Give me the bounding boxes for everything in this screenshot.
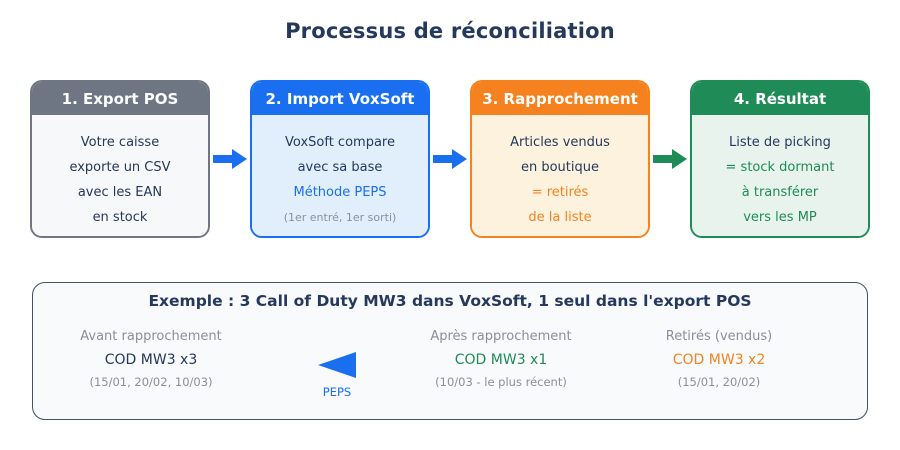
example-panel: Exemple : 3 Call of Duty MW3 dans VoxSof… xyxy=(32,282,868,420)
column-value: COD MW3 x2 xyxy=(672,352,766,368)
step-line: à transférer xyxy=(741,185,819,200)
column-detail: (15/01, 20/02) xyxy=(677,375,761,389)
step-rapprochement-header: 3. Rapprochement xyxy=(472,82,648,115)
step-export-pos-body: Votre caisse exporte un CSV avec les EAN… xyxy=(32,115,208,236)
page-title: Processus de réconciliation xyxy=(285,19,615,43)
step-line: avec sa base xyxy=(297,160,383,175)
step-line: exporte un CSV xyxy=(69,160,171,175)
example-column-apres: Après rapprochement COD MW3 x1 (10/03 - … xyxy=(391,327,611,391)
step-line: avec les EAN xyxy=(77,185,163,200)
step-rapprochement: 3. Rapprochement Articles vendus en bout… xyxy=(470,80,650,238)
column-label: Retirés (vendus) xyxy=(665,329,773,344)
flow-gap xyxy=(650,145,690,173)
step-import-voxsoft: 2. Import VoxSoft VoxSoft compare avec s… xyxy=(250,80,430,238)
diagram-canvas: Processus de réconciliation 1. Export PO… xyxy=(0,18,900,450)
step-line: Liste de picking xyxy=(729,135,831,150)
step-import-voxsoft-header: 2. Import VoxSoft xyxy=(252,82,428,115)
flow-gap xyxy=(210,145,250,173)
example-column-retires: Retirés (vendus) COD MW3 x2 (15/01, 20/0… xyxy=(609,327,829,391)
example-column-avant: Avant rapprochement COD MW3 x3 (15/01, 2… xyxy=(41,327,261,391)
step-line: Votre caisse xyxy=(80,135,160,150)
column-value: COD MW3 x1 xyxy=(454,352,548,368)
arrow-right-icon xyxy=(213,149,247,169)
step-line: en stock xyxy=(92,210,148,225)
flow-gap xyxy=(430,145,470,173)
step-line: de la liste xyxy=(528,210,592,225)
step-resultat: 4. Résultat Liste de picking = stock dor… xyxy=(690,80,870,238)
step-resultat-header: 4. Résultat xyxy=(692,82,868,115)
step-line: en boutique xyxy=(520,160,599,175)
step-import-voxsoft-body: VoxSoft compare avec sa base Méthode PEP… xyxy=(252,115,428,236)
column-label: Avant rapprochement xyxy=(80,329,222,344)
step-line: vers les MP xyxy=(743,210,817,225)
arrow-right-icon xyxy=(433,149,467,169)
column-detail: (10/03 - le plus récent) xyxy=(435,375,567,389)
step-line: = retirés xyxy=(531,185,589,200)
peps-arrow-group: PEPS xyxy=(304,352,370,399)
example-title: Exemple : 3 Call of Duty MW3 dans VoxSof… xyxy=(148,292,752,310)
column-detail: (15/01, 20/02, 10/03) xyxy=(89,375,213,389)
step-rapprochement-body: Articles vendus en boutique = retirés de… xyxy=(472,115,648,236)
step-line: Articles vendus xyxy=(510,135,610,150)
step-line: = stock dormant xyxy=(725,160,835,175)
step-resultat-body: Liste de picking = stock dormant à trans… xyxy=(692,115,868,236)
step-line: (1er entré, 1er sorti) xyxy=(283,211,397,224)
step-line: VoxSoft compare xyxy=(285,135,395,150)
column-label: Après rapprochement xyxy=(430,329,572,344)
column-value: COD MW3 x3 xyxy=(104,352,198,368)
peps-arrow-label: PEPS xyxy=(322,385,352,399)
step-export-pos-header: 1. Export POS xyxy=(32,82,208,115)
arrow-right-icon xyxy=(653,149,687,169)
step-export-pos: 1. Export POS Votre caisse exporte un CS… xyxy=(30,80,210,238)
step-line: Méthode PEPS xyxy=(293,185,387,200)
arrow-left-icon xyxy=(318,352,356,378)
process-flow: 1. Export POS Votre caisse exporte un CS… xyxy=(30,80,870,238)
